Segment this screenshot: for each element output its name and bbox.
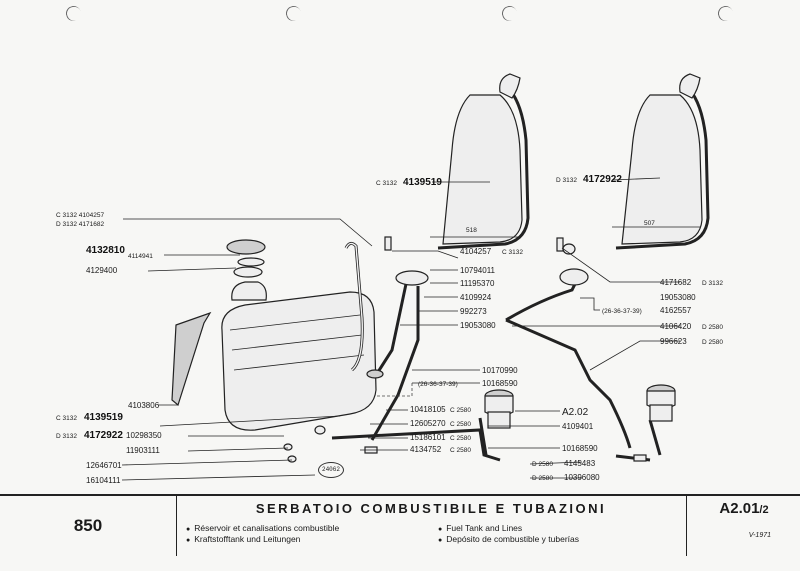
label-4172922-left: 4172922 [84,430,123,441]
label-19053080-mid: 19053080 [460,321,496,330]
label-10170990: 10170990 [482,366,518,375]
label-992273: 992273 [460,307,487,316]
label-c3132-left: C 3132 [56,415,77,422]
clip [384,236,392,251]
section-code: A2.01/2 [719,500,769,517]
label-4134752: 4134752 [410,445,442,454]
label-range-r: (26-36-37-39) [602,308,642,315]
label-10396080: 10396080 [564,473,600,482]
label-c3132-mid: C 3132 [502,249,523,256]
label-10298350: 10298350 [126,431,162,440]
fuel-pump-right [646,384,676,422]
label-c3132-top: C 3132 [376,180,397,187]
label-dim-518: 518 [466,227,477,234]
label-d3132-r: D 3132 [702,280,723,287]
label-4106420: 4106420 [660,322,692,331]
drawing-number-stamp: 24062 [318,462,344,478]
label-4171682-r: 4171682 [660,278,692,287]
label-4103806: 4103806 [128,401,160,410]
label-4132810: 4132810 [86,245,125,256]
fuel-lines [331,243,662,462]
label-12605270: 12605270 [410,419,446,428]
label-c2580-b: C 2580 [450,421,471,428]
section-code-box: A2.01/2 V-1971 [686,496,800,556]
fuel-gauge-sender [366,270,429,441]
label-4109924: 4109924 [460,293,492,302]
label-c2580-d: C 2580 [450,447,471,454]
label-10794011: 10794011 [460,266,496,275]
label-19053080-r: 19053080 [660,293,696,302]
label-d3132-4171682: D 3132 4171682 [56,221,104,228]
label-4162557: 4162557 [660,306,692,315]
exploded-parts-diagram: C 3132 4104257 D 3132 4171682 4132810 41… [56,73,723,485]
label-10168590-mid: 10168590 [482,379,518,388]
title-block: 850 SERBATOIO COMBUSTIBILE E TUBAZIONI ●… [0,494,800,571]
label-16104111: 16104111 [86,476,121,485]
clip [556,237,564,252]
label-dim-507: 507 [644,220,655,227]
label-12646701: 12646701 [86,461,122,470]
page-title: SERBATOIO COMBUSTIBILE E TUBAZIONI [255,501,607,516]
seat-back-right [612,73,710,250]
label-c3132-4104257: C 3132 4104257 [56,212,104,219]
fuel-tank [171,239,377,463]
label-d2580-c: D 2580 [702,324,723,331]
label-c2580-a: C 2580 [450,407,471,414]
model-number: 850 [0,496,177,556]
label-4104257-mid: 4104257 [460,247,492,256]
label-4109401: 4109401 [562,422,594,431]
seat-back-left [430,73,530,250]
label-15186101: 15186101 [410,433,446,442]
label-c2580-c: C 2580 [450,435,471,442]
caption-de: ●Kraftstofftank und Leitungen [186,534,301,544]
label-4114941: 4114941 [128,253,153,260]
label-10168590-r: 10168590 [562,444,598,453]
caption-en: ●Fuel Tank and Lines [438,523,523,533]
leader-lines [121,177,680,481]
revision-date: V-1971 [748,532,771,539]
label-d2580-d: D 2580 [702,339,723,346]
caption-fr: ●Réservoir et canalisations combustible [186,523,340,533]
label-11903111: 11903111 [126,446,160,455]
label-4145483: 4145483 [564,459,596,468]
label-4172922-top: 4172922 [583,174,622,185]
label-4139519-left: 4139519 [84,412,123,423]
label-4129400: 4129400 [86,266,118,275]
fuel-pump-left [484,389,514,429]
label-d3132-left: D 3132 [56,433,77,440]
clip [633,454,647,462]
label-996623: 996623 [660,337,687,346]
label-4139519-top: 4139519 [403,177,442,188]
label-range-mid: (26-36-37-39) [418,381,458,388]
label-d2580-b: D 2580 [532,475,553,482]
label-d3132-top: D 3132 [556,177,577,184]
label-d2580-a: D 2580 [532,461,553,468]
label-a2-02: A2.02 [562,407,589,418]
caption-es: ●Depósito de combustible y tuberías [438,534,580,544]
label-10418105: 10418105 [410,405,446,414]
part-labels: C 3132 4104257 D 3132 4171682 4132810 41… [56,174,723,485]
label-11195370: 11195370 [460,279,495,288]
